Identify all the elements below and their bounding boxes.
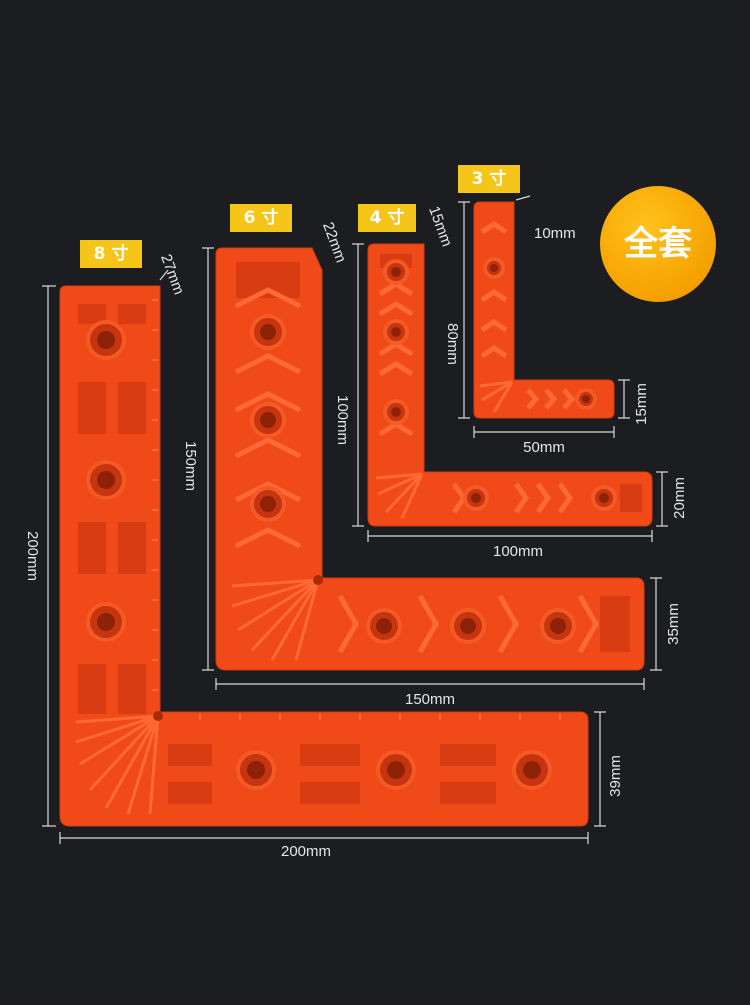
- dim-6-thick-top: 22mm: [319, 220, 349, 265]
- full-set-badge: 全套: [600, 186, 716, 302]
- dim-8-thick-top: 27mm: [157, 252, 187, 297]
- label-6-inch: 6 寸: [230, 204, 292, 232]
- label-8-inch: 8 寸: [80, 240, 142, 268]
- dim-4-thick-top: 15mm: [425, 204, 455, 249]
- dim-6-height: 150mm: [182, 441, 199, 491]
- dim-4-height: 100mm: [334, 395, 351, 445]
- dim-4-thick-side: 20mm: [671, 477, 688, 519]
- square-4-inch: [367, 243, 653, 527]
- dimension-lines: [42, 195, 668, 844]
- square-8-inch: [59, 285, 589, 827]
- dim-3-thick-side: 15mm: [633, 383, 650, 425]
- dim-6-width: 150mm: [405, 691, 455, 708]
- square-6-inch: [215, 247, 645, 671]
- label-4-inch: 4 寸: [358, 204, 416, 232]
- square-3-inch: [473, 201, 615, 419]
- dim-3-width: 50mm: [523, 439, 565, 456]
- dim-8-height: 200mm: [24, 531, 41, 581]
- dim-6-thick-side: 35mm: [665, 603, 682, 645]
- dim-3-thick-top: 10mm: [534, 225, 576, 242]
- dim-4-width: 100mm: [493, 543, 543, 560]
- label-3-inch: 3 寸: [458, 165, 520, 193]
- dim-8-thick-side: 39mm: [607, 755, 624, 797]
- dim-8-width: 200mm: [281, 843, 331, 860]
- dim-3-height: 80mm: [444, 323, 461, 365]
